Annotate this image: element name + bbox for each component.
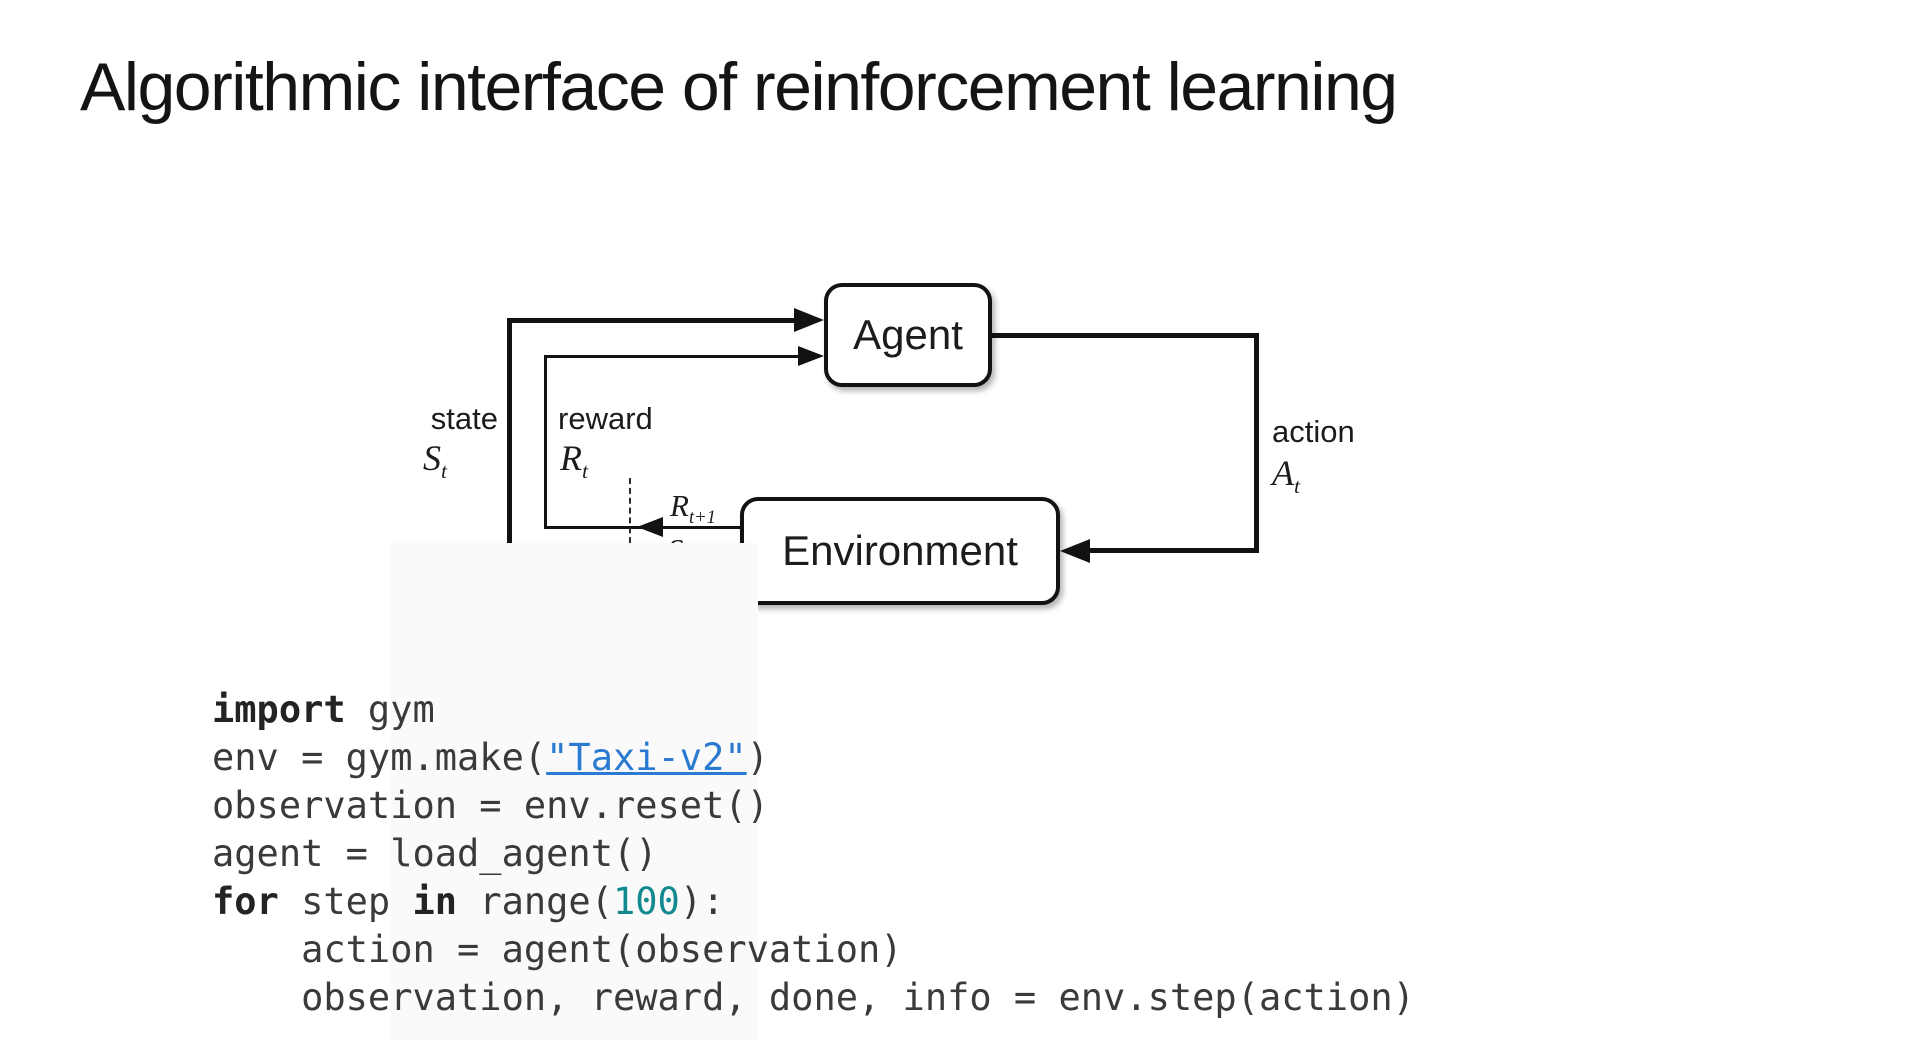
code-line: observation = env.reset()	[212, 782, 1415, 830]
action-line-vertical	[1254, 333, 1259, 553]
environment-box: Environment	[740, 497, 1060, 605]
page-title: Algorithmic interface of reinforcement l…	[80, 49, 1398, 125]
code-segment: observation = env.reset()	[212, 784, 769, 827]
agent-label: Agent	[853, 311, 963, 358]
state-label: state	[430, 401, 498, 436]
code-segment: for	[212, 880, 279, 923]
state-arrowhead-icon	[794, 308, 824, 332]
reward-arrowhead-icon	[798, 346, 824, 366]
code-segment: env = gym.make(	[212, 736, 547, 779]
action-line-bottom	[1086, 548, 1259, 553]
agent-box: Agent	[824, 283, 992, 387]
code-segment: action = agent(observation)	[212, 928, 903, 971]
code-segment: range(	[457, 880, 613, 923]
reward-line-vertical	[544, 355, 547, 529]
reward-symbol: Rt	[560, 438, 588, 484]
code-segment: agent = load_agent()	[212, 832, 658, 875]
code-line: observation, reward, done, info = env.st…	[212, 974, 1415, 1022]
code-image-backdrop	[391, 543, 758, 1040]
action-arrowhead-icon	[1060, 539, 1090, 563]
reward-line-top	[544, 355, 806, 358]
code-segment: gym	[345, 688, 435, 731]
code-segment: ):	[679, 880, 725, 923]
code-link-taxi-v2[interactable]: "Taxi-v2"	[546, 736, 747, 779]
next-reward-arrowhead-icon	[637, 517, 663, 537]
code-segment: observation, reward, done, info = env.st…	[212, 976, 1415, 1019]
environment-label: Environment	[782, 527, 1018, 574]
state-line-top	[507, 318, 807, 323]
code-line: action = agent(observation)	[212, 926, 1415, 974]
code-line: agent = load_agent()	[212, 830, 1415, 878]
action-label: action	[1272, 414, 1355, 449]
action-line-top	[992, 333, 1259, 338]
reward-label: reward	[558, 401, 653, 436]
action-symbol: At	[1272, 453, 1300, 499]
code-segment: import	[212, 688, 346, 731]
code-segment: step	[278, 880, 413, 923]
code-line: for step in range(100):	[212, 878, 1415, 926]
state-line-vertical	[507, 318, 512, 578]
next-reward-symbol: Rt+1	[670, 488, 716, 529]
state-symbol: St	[423, 438, 447, 484]
code-segment: )	[746, 736, 769, 779]
code-line: import gym	[212, 686, 1415, 734]
code-segment: 100	[612, 880, 680, 923]
code-line: env = gym.make("Taxi-v2")	[212, 734, 1415, 782]
code-segment: in	[412, 880, 458, 923]
